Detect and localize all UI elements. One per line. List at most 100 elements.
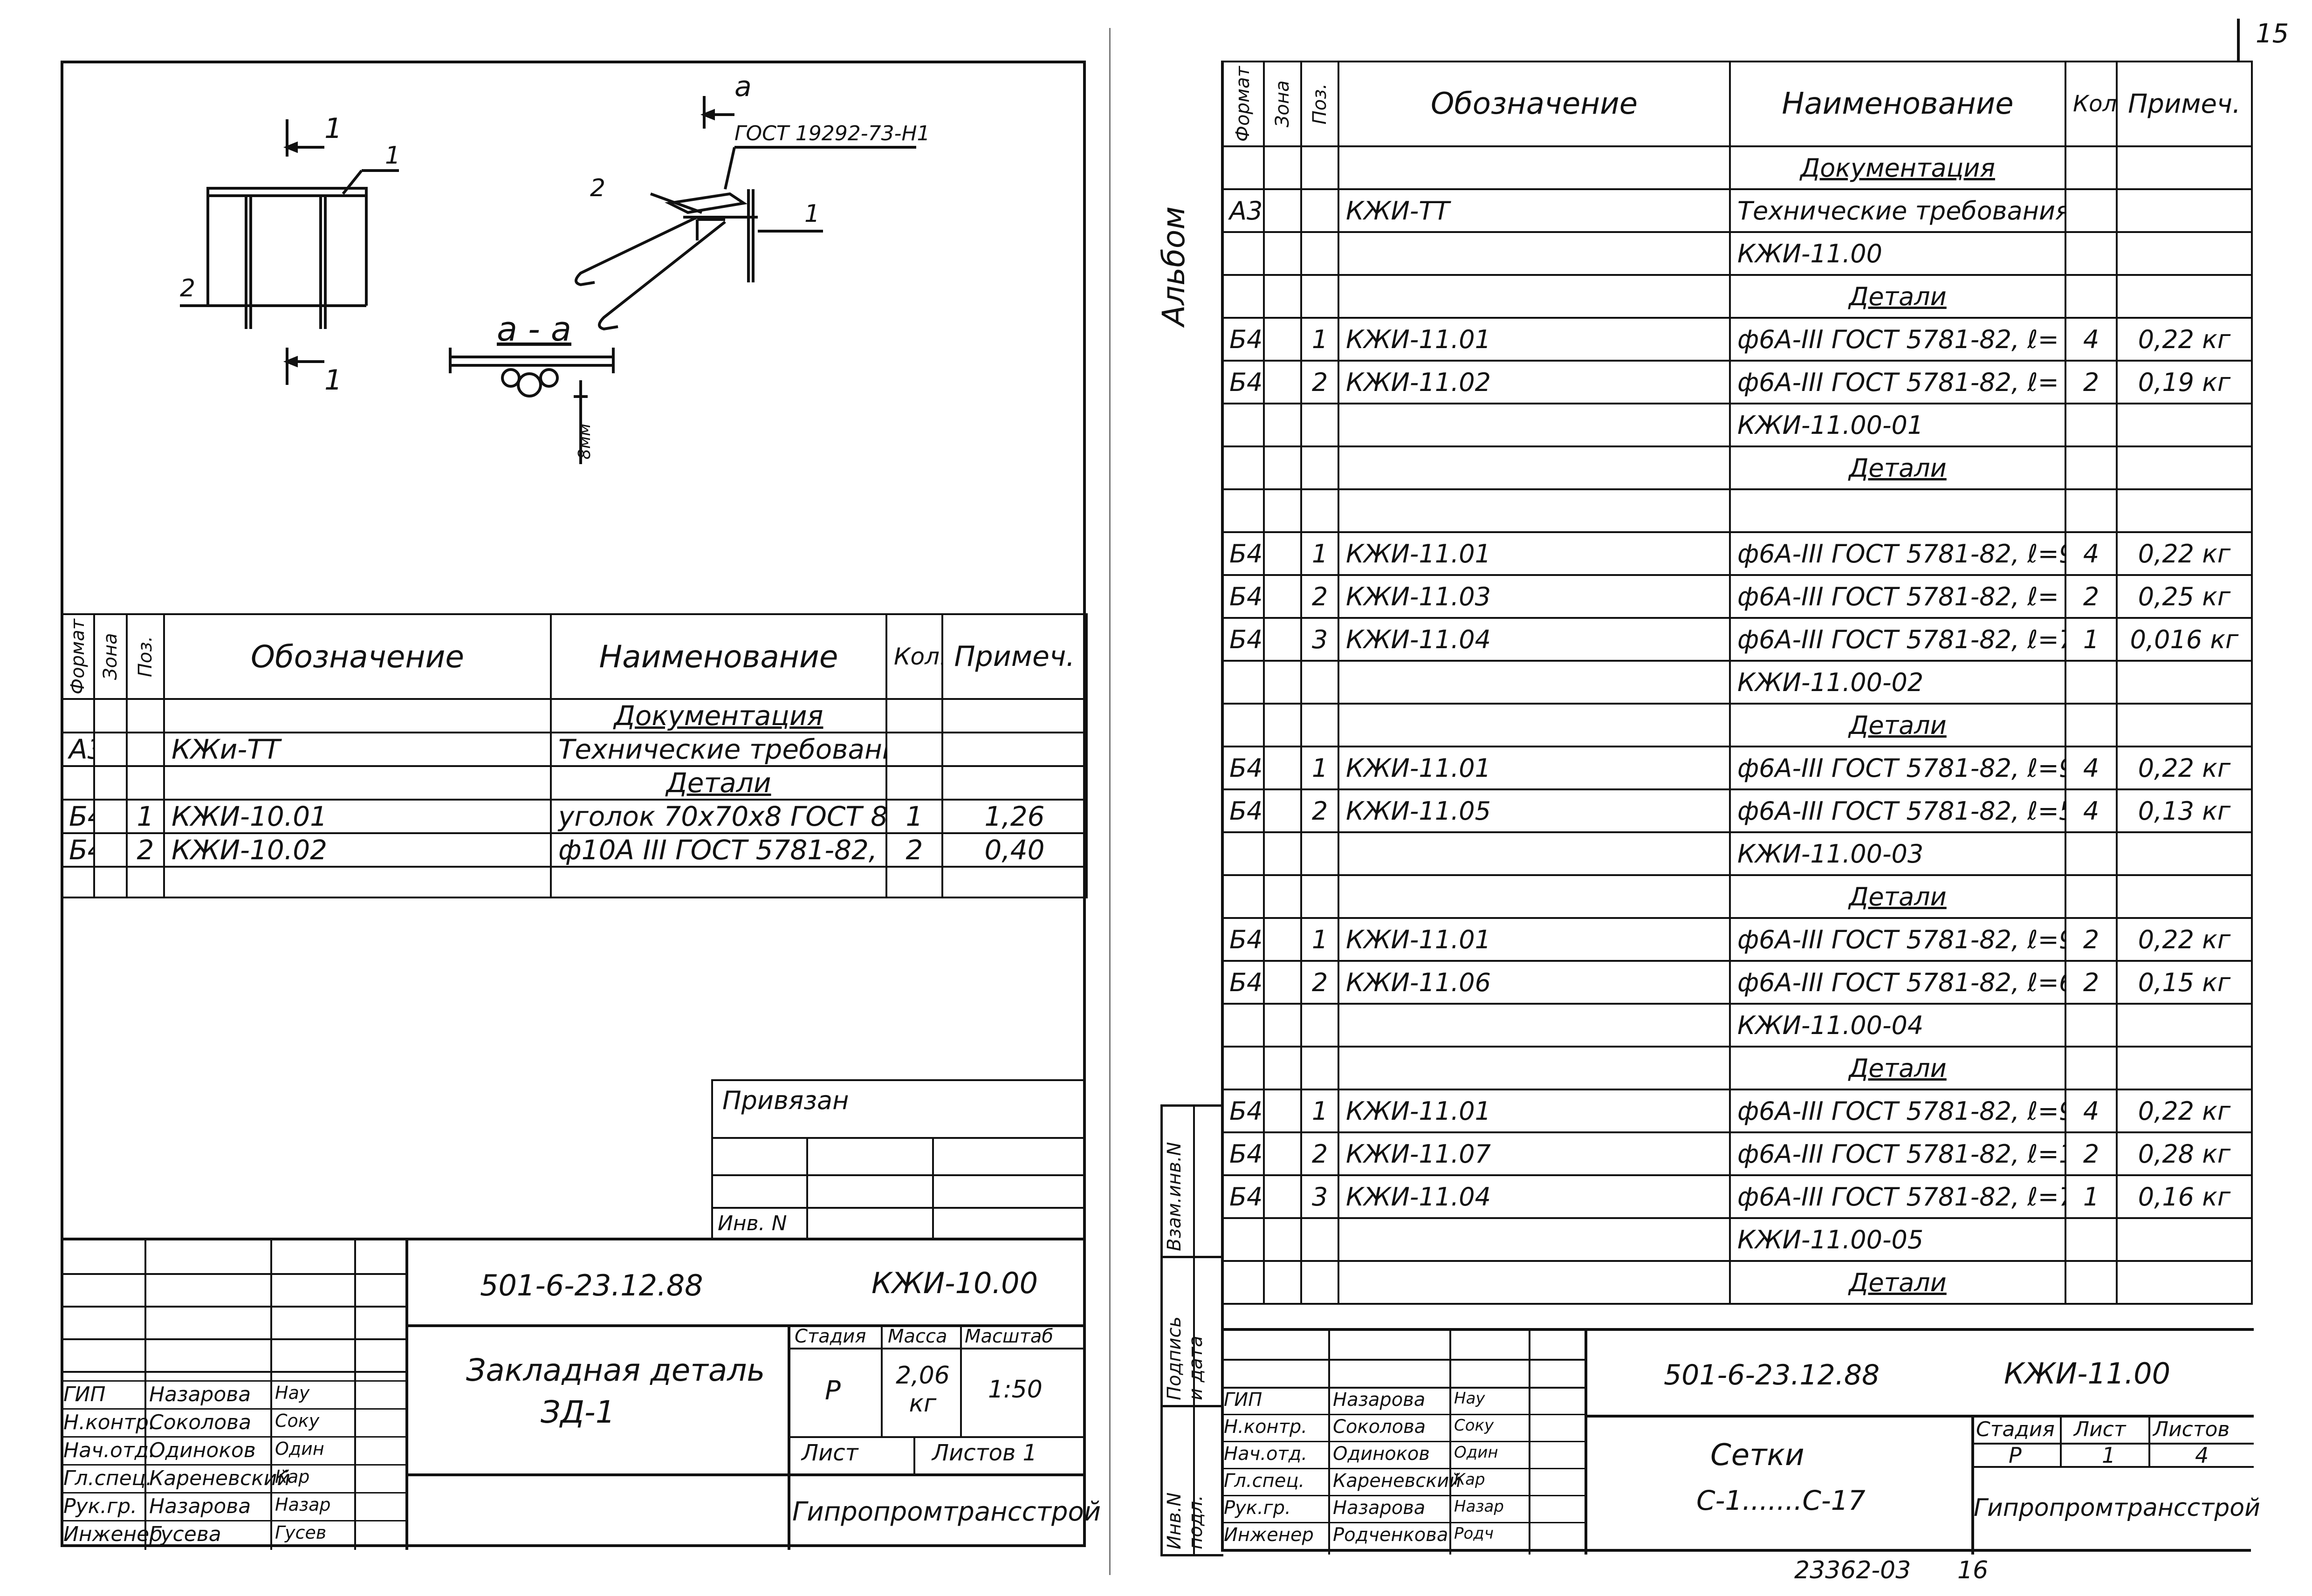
privyazan-label: Привязан [722, 1086, 849, 1115]
cell-oboz [1338, 1003, 1731, 1048]
cell-zona [1263, 231, 1302, 276]
cell-kol: 2 [2065, 960, 2118, 1005]
cell-oboz: КЖИ-10.01 [163, 799, 552, 835]
cell-poz [126, 866, 165, 899]
cell-kol [2065, 488, 2118, 534]
cell-oboz: КЖИ-11.01 [1338, 1089, 1731, 1134]
cell-prim [2116, 1046, 2253, 1091]
cell-naim: Детали [1729, 1046, 2066, 1091]
cell-kol: 2 [2065, 574, 2118, 619]
cell-format-text: Б4 [1229, 324, 1263, 354]
right-title2: С-1.......С-17 [1696, 1485, 1866, 1516]
cell-kol [2065, 660, 2118, 705]
cell-oboz-text: КЖИ-10.02 [172, 834, 328, 866]
cell-naim: Детали [550, 765, 887, 801]
table-row: КЖИ-11.00 [1221, 231, 2253, 276]
cell-zona [93, 832, 128, 868]
person-signature: Один [275, 1438, 324, 1459]
cell-zona [1263, 1260, 1302, 1305]
label-pos1-iso: 1 [804, 200, 820, 228]
cell-poz [1300, 145, 1339, 191]
cell-kol [885, 866, 943, 899]
cell-poz: 2 [1300, 1131, 1339, 1177]
person-signature: Кар [275, 1466, 310, 1487]
cell-kol-text: 1 [2083, 1182, 2099, 1212]
cell-oboz [1338, 1217, 1731, 1262]
cell-poz [1300, 831, 1339, 877]
cell-kol: 4 [2065, 531, 2118, 576]
cell-poz: 1 [1300, 1089, 1339, 1134]
cell-zona [1263, 660, 1302, 705]
cell-kol-text: 4 [2083, 324, 2099, 354]
cell-prim [941, 765, 1088, 801]
cell-prim [2116, 188, 2253, 233]
person-name: Назарова [1333, 1497, 1426, 1519]
cell-format-text: Б4 [1229, 1182, 1263, 1212]
cell-naim: ф6А-III ГОСТ 5781-82, ℓ= 840 [1729, 360, 2066, 405]
r-list-value: 1 [2102, 1443, 2116, 1468]
cell-format-text: Б4 [1229, 925, 1263, 954]
cell-zona [1263, 574, 1302, 619]
cell-kol [2065, 445, 2118, 491]
cell-prim-text: 0,40 [984, 834, 1045, 866]
cell-oboz-text: КЖИ-11.06 [1346, 967, 1491, 997]
person-signature: Назар [275, 1494, 331, 1515]
cell-oboz [1338, 274, 1731, 319]
cell-prim: 0,22 кг [2116, 746, 2253, 791]
r-col-naim: Наименование [1729, 60, 2066, 148]
person-role: Рук.гр. [1224, 1497, 1291, 1519]
cell-prim [2116, 445, 2253, 491]
cell-poz-text: 1 [137, 801, 154, 833]
stadiya-header: Стадия [795, 1326, 866, 1347]
cell-poz: 2 [126, 832, 165, 868]
plate-top [206, 187, 368, 197]
person-role: Гл.спец. [63, 1466, 152, 1490]
cell-prim: 0,22 кг [2116, 317, 2253, 362]
cell-naim: Детали [1729, 1260, 2066, 1305]
cell-format: Б4 [1221, 1089, 1265, 1134]
person-name: Родченкова [1333, 1524, 1448, 1546]
cell-naim: ф6А-III ГОСТ 5781-82, ℓ= 970 [1729, 317, 2066, 362]
cell-format [1221, 874, 1265, 919]
right-spec-header: Формат Зона Поз. Обозначение Наименовани… [1222, 60, 2253, 148]
cell-prim: 0,016 кг [2116, 617, 2253, 662]
person-signature: Гусев [275, 1522, 327, 1543]
cell-oboz: КЖИ-11.07 [1338, 1131, 1731, 1177]
cell-oboz: КЖИ-11.06 [1338, 960, 1731, 1005]
cell-kol [2065, 874, 2118, 919]
col-format: Формат [62, 614, 94, 699]
person-role: ГИП [63, 1383, 106, 1406]
cell-zona [1263, 746, 1302, 791]
cell-zona [1263, 145, 1302, 191]
cell-kol [2065, 703, 2118, 748]
cell-kol: 2 [885, 832, 943, 868]
cell-naim: Документация [1729, 145, 2066, 191]
cell-prim-text: 0,016 кг [2130, 624, 2239, 654]
cell-zona [1263, 445, 1302, 491]
label-pos1-left: 1 [385, 142, 400, 170]
cell-kol [885, 732, 943, 767]
cell-naim-text: Детали [1849, 1267, 1947, 1297]
cell-prim: 0,25 кг [2116, 574, 2253, 619]
r-col-format: Формат [1222, 62, 1264, 147]
side-podpis: Подпись и дата [1164, 1316, 1207, 1400]
inv-n-label: Инв. N [718, 1212, 787, 1235]
left-code: 501-6-23.12.88 [480, 1268, 703, 1302]
cell-naim-text: КЖИ-11.00-04 [1737, 1010, 1924, 1040]
person-name: Одиноков [1333, 1443, 1430, 1465]
cell-naim: уголок 70х70х8 ГОСТ 8509-72 / 8Ст3кп2 ГО… [550, 799, 887, 835]
table-row: Детали [1221, 1046, 2253, 1091]
right-org: Гипропромтрансстрой [1974, 1494, 2260, 1522]
person-role: Инженер [63, 1522, 163, 1546]
cell-poz: 2 [1300, 360, 1339, 405]
cell-zona [1263, 531, 1302, 576]
